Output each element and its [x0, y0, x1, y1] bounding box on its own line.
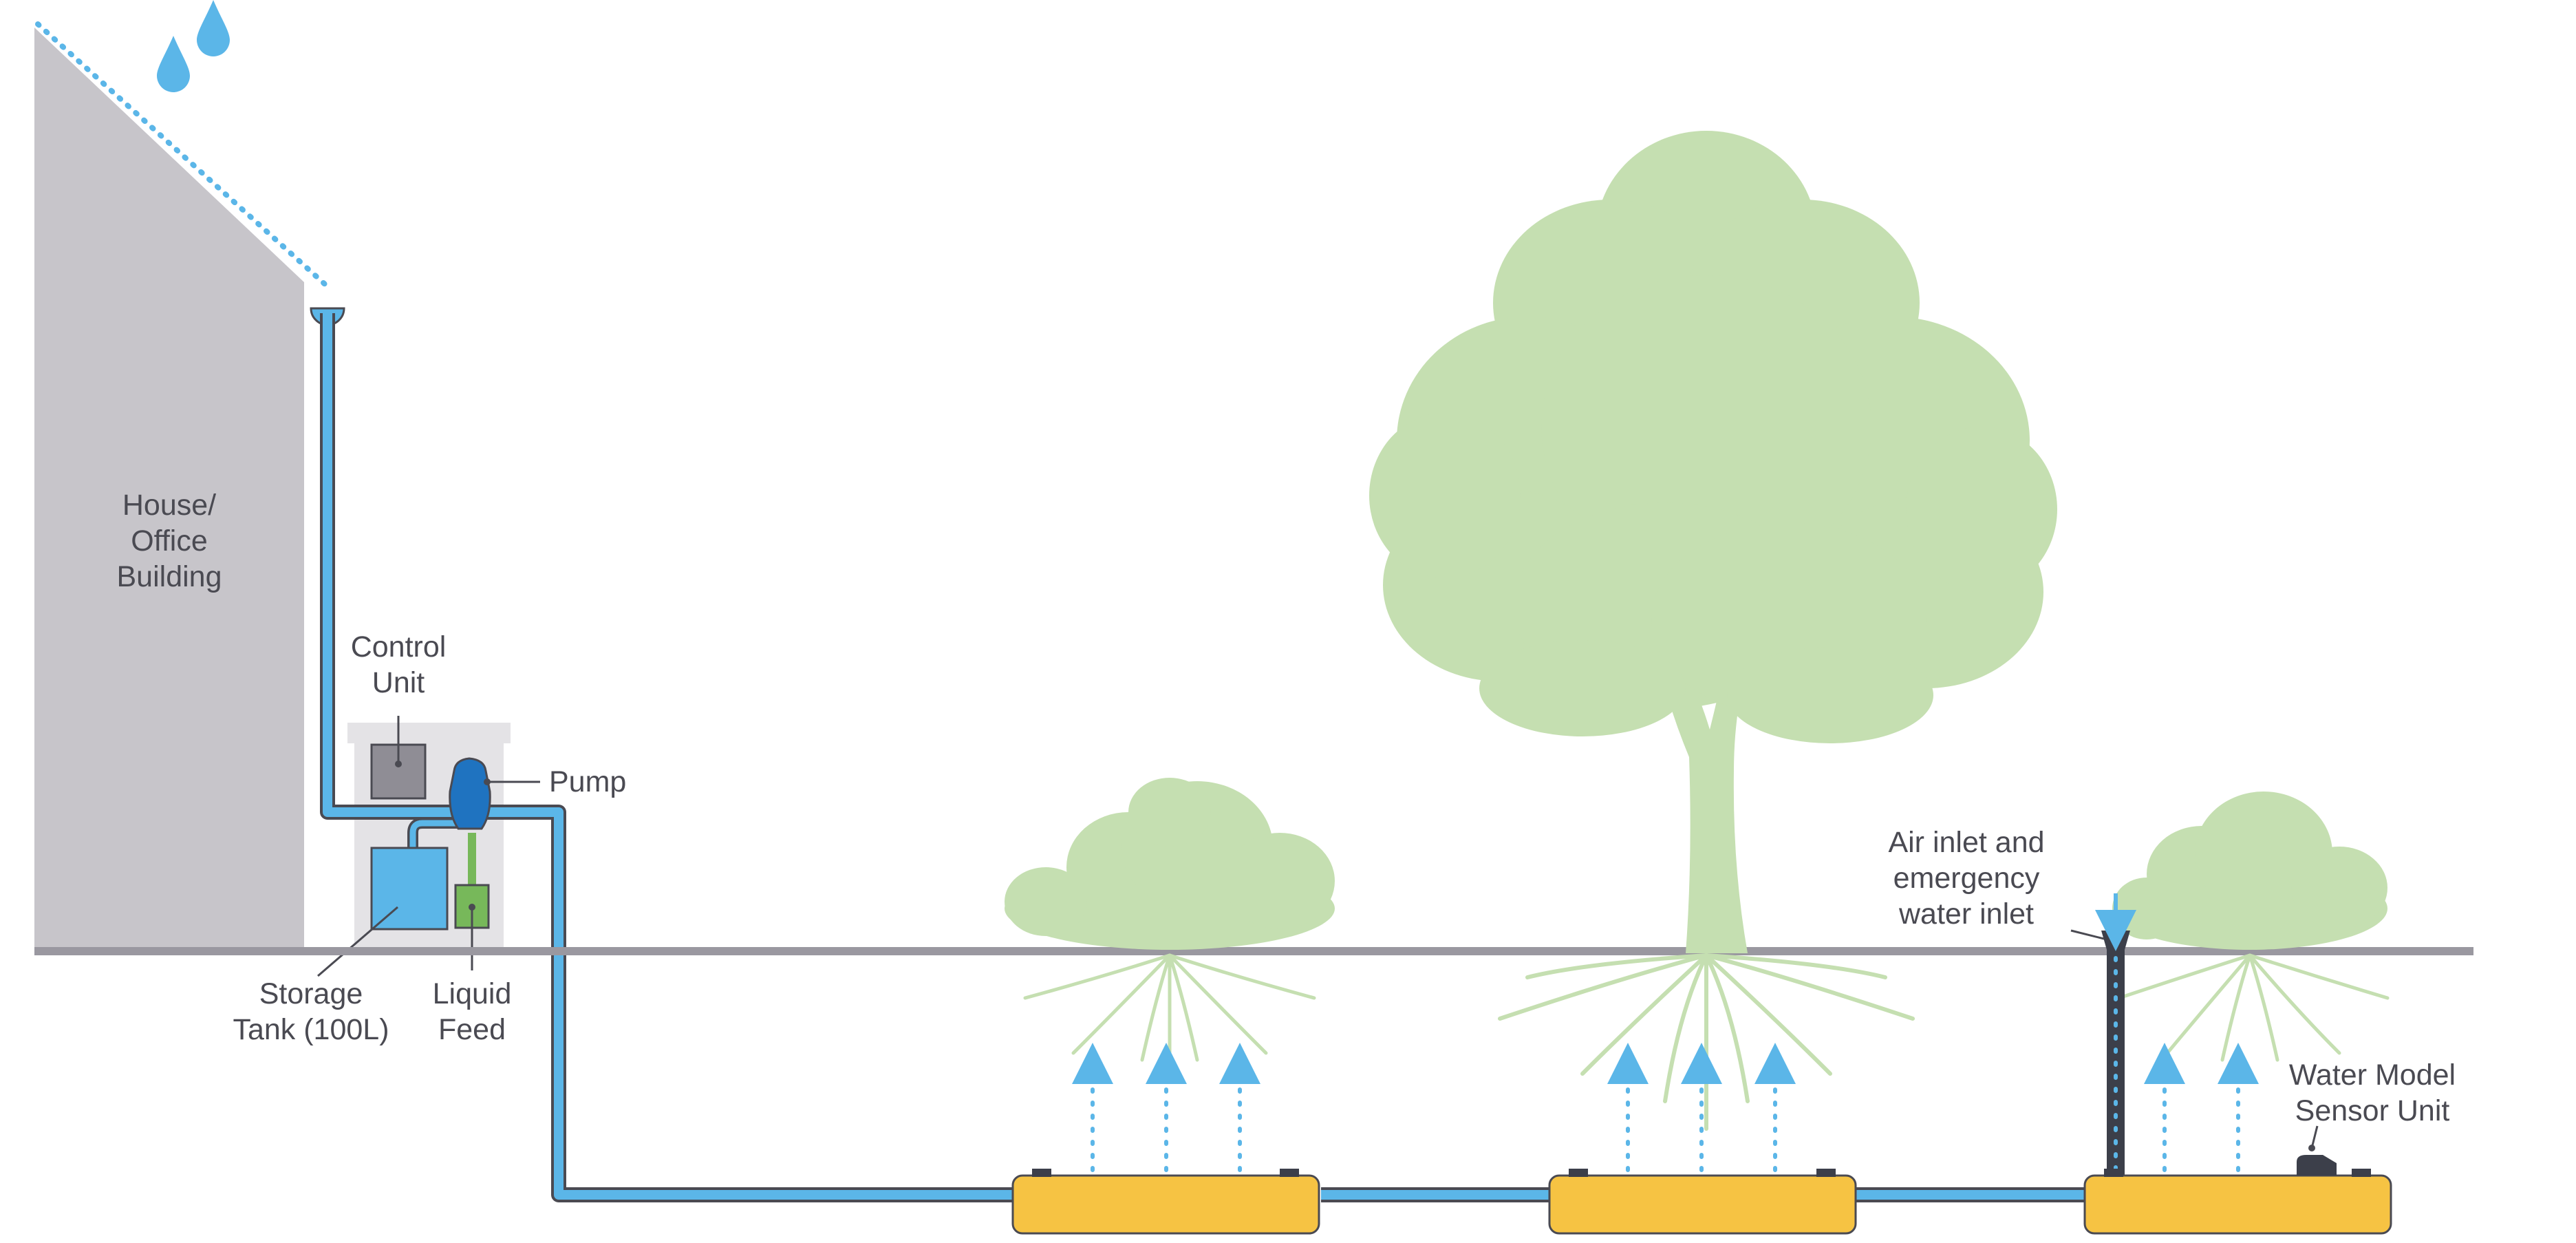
label-air-inlet: Air inlet and emergency water inlet [1888, 826, 2044, 931]
storage-tank [370, 847, 449, 931]
irrigation-tank-icon [1548, 1169, 1857, 1235]
label-control-unit: Control Unit [351, 630, 447, 699]
sensor-icon [2297, 1125, 2337, 1176]
svg-text:Building: Building [117, 560, 222, 593]
irrigation-tank-icon [2083, 1169, 2392, 1235]
svg-text:water inlet: water inlet [1898, 897, 2034, 931]
label-liquid-feed: Liquid Feed [433, 977, 512, 1046]
raindrop-icon [157, 36, 190, 92]
rain-runoff-line [35, 21, 333, 292]
roots-icon [2117, 953, 2390, 1062]
ground-line [34, 947, 2473, 955]
water-pipe [320, 313, 2087, 1202]
pump [449, 757, 491, 830]
svg-text:Office: Office [131, 524, 208, 557]
house-building [34, 28, 304, 953]
irrigation-tank-icon [1011, 1169, 1320, 1235]
svg-text:Sensor Unit: Sensor Unit [2295, 1094, 2450, 1127]
svg-text:Control: Control [351, 630, 447, 663]
liquid-feed-stem [468, 833, 476, 888]
svg-text:Liquid: Liquid [433, 977, 512, 1010]
label-pump: Pump [549, 765, 626, 798]
shrub-icon [1005, 778, 1335, 950]
svg-text:Air inlet and: Air inlet and [1888, 826, 2044, 859]
svg-text:Unit: Unit [372, 666, 425, 699]
roots-icon [1023, 953, 1316, 1076]
pump-housing-top [347, 723, 511, 743]
svg-text:House/: House/ [122, 489, 216, 522]
label-building: House/ Office Building [117, 489, 222, 593]
svg-text:emergency: emergency [1893, 862, 2040, 895]
svg-text:Storage: Storage [259, 977, 363, 1010]
shrub-icon [2112, 792, 2387, 950]
air-inlet-cap [2101, 931, 2130, 950]
svg-text:Feed: Feed [438, 1013, 506, 1046]
label-sensor-unit: Water Model Sensor Unit [2289, 1059, 2456, 1127]
water-flow-arrows [1072, 1043, 2259, 1172]
svg-text:Tank (100L): Tank (100L) [233, 1013, 389, 1046]
svg-text:Water Model: Water Model [2289, 1059, 2456, 1092]
tree-icon [1369, 131, 2057, 953]
roots-icon [1498, 953, 1915, 1131]
raindrop-icon [197, 0, 230, 56]
label-storage-tank: Storage Tank (100L) [233, 977, 389, 1046]
